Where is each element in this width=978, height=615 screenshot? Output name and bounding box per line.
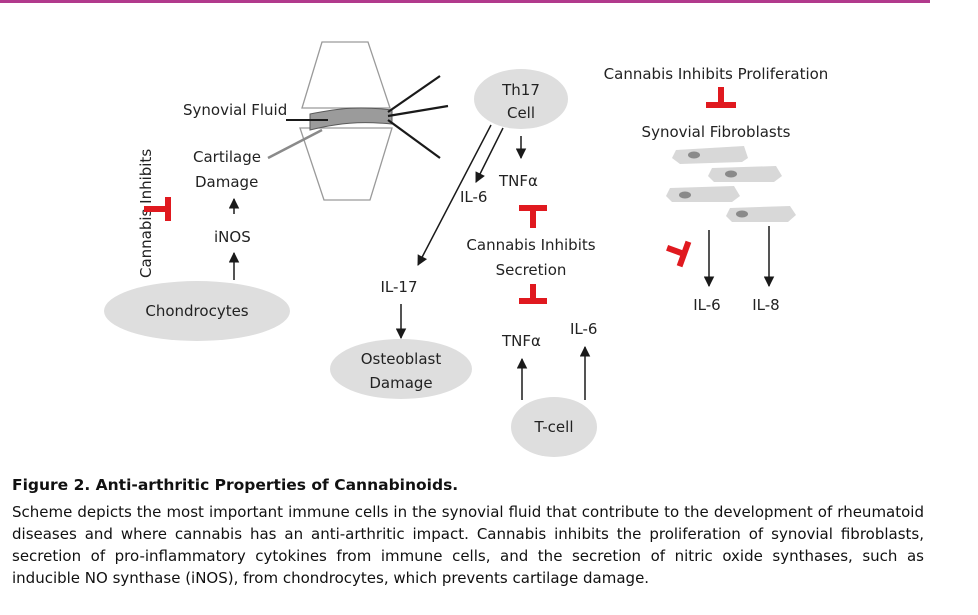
tnfa-th17-label: TNFα — [498, 172, 538, 190]
proliferation-inhibit-icon — [706, 87, 736, 108]
th17-cell-node — [474, 69, 568, 129]
il6-tcell-label: IL-6 — [570, 320, 597, 338]
il17-label: IL-17 — [380, 278, 417, 296]
il6-fibroblast-label: IL-6 — [693, 296, 720, 314]
cartilage-pointer — [267, 128, 323, 160]
secretion-inhibit-icon-bottom — [519, 284, 547, 304]
figure-caption-body: Scheme depicts the most important immune… — [12, 503, 924, 587]
top-accent-bar — [0, 0, 930, 3]
il6-th17-label: IL-6 — [460, 188, 487, 206]
fibroblast-cells — [666, 146, 796, 222]
osteoblast-label-1: Osteoblast — [361, 350, 442, 368]
cannabis-inhibits-proliferation-label: Cannabis Inhibits Proliferation — [604, 65, 829, 83]
fibroblast-inhibit-icon — [666, 240, 692, 268]
cartilage-damage-label-2: Damage — [195, 173, 258, 191]
arrow-th17-to-il6 — [475, 127, 504, 183]
chondrocytes-label: Chondrocytes — [145, 302, 248, 320]
figure-caption-title: Figure 2. Anti-arthritic Properties of C… — [12, 476, 459, 494]
tnfa-tcell-label: TNFα — [501, 332, 541, 350]
fibroblast-cell — [708, 166, 782, 182]
t-cell-node — [511, 397, 597, 457]
synovial-fibroblasts-label: Synovial Fibroblasts — [642, 123, 791, 141]
joint-illustration — [267, 41, 449, 201]
inos-label: iNOS — [214, 228, 251, 246]
upper-bone — [301, 41, 391, 109]
joint-connector-mid — [387, 104, 449, 118]
synovial-fluid-band — [309, 107, 393, 131]
cannabis-inhibits-secretion-label-2: Secretion — [496, 261, 567, 279]
th17-label-1: Th17 — [501, 81, 540, 99]
osteoblast-damage-node — [330, 339, 472, 399]
cartilage-damage-label-1: Cartilage — [193, 148, 261, 166]
fibroblast-cell — [726, 206, 796, 222]
synovial-fluid-label: Synovial Fluid — [183, 101, 287, 119]
lower-bone — [299, 127, 393, 201]
joint-connector-bottom — [387, 119, 441, 159]
t-cell-label: T-cell — [533, 418, 573, 436]
th17-label-2: Cell — [507, 104, 535, 122]
arrow-th17-to-il17 — [417, 124, 492, 266]
joint-connector-top — [387, 75, 441, 113]
il8-fibroblast-label: IL-8 — [752, 296, 779, 314]
chondrocytes-node — [104, 281, 290, 341]
fibroblast-cell — [672, 146, 748, 164]
cannabis-inhibits-secretion-label-1: Cannabis Inhibits — [466, 236, 595, 254]
osteoblast-label-2: Damage — [369, 374, 432, 392]
cannabinoid-scheme-diagram: Synovial Fluid Cartilage Damage Cannabis… — [104, 41, 829, 457]
fibroblast-cell — [666, 186, 740, 202]
chondrocyte-inhibit-icon — [144, 197, 171, 221]
secretion-inhibit-icon-top — [519, 205, 547, 228]
cannabis-inhibits-vertical-label: Cannabis Inhibits — [137, 149, 155, 278]
